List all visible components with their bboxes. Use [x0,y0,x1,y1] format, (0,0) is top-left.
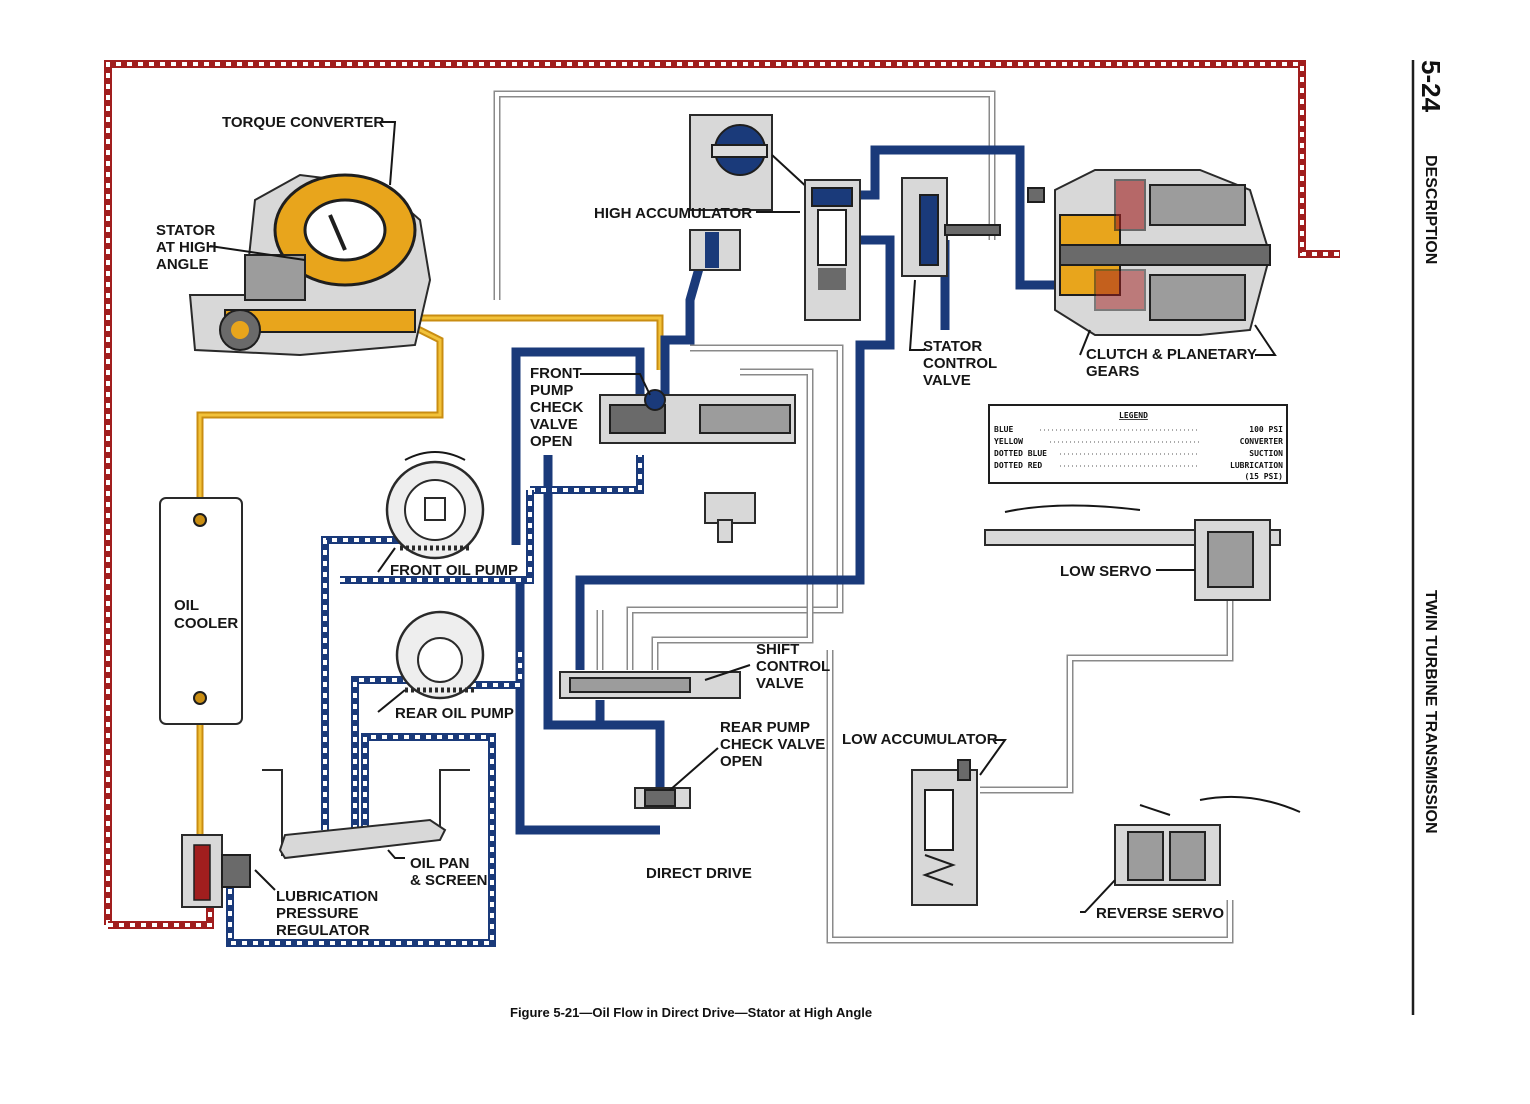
low-servo [984,504,1281,601]
legend-key-3: DOTTED BLUE [994,449,1047,458]
high-accumulator [689,114,861,321]
page-number: 5-24 [1416,60,1446,113]
clutch-and-planetary-gears [1027,169,1272,336]
label-front-check-line2: PUMP [530,382,573,399]
oil-cooler [159,497,243,725]
label-low-servo: LOW SERVO [1060,563,1152,580]
label-stator-control-line2: CONTROL [923,355,997,372]
label-lube-line3: REGULATOR [276,922,370,939]
legend-value-3: SUCTION [1249,449,1283,458]
label-reverse-servo: REVERSE SERVO [1096,905,1224,922]
label-torque-converter: TORQUE CONVERTER [222,114,384,131]
exhaust-lines [493,90,1234,944]
label-low-accumulator: LOW ACCUMULATOR [842,731,998,748]
reverse-servo [1114,795,1301,886]
legend-key-1: BLUE [994,425,1013,434]
label-rear-check-line3: OPEN [720,753,763,770]
label-oil-cooler-line2: COOLER [174,615,238,632]
label-oil-pan-line2: & SCREEN [410,872,488,889]
shift-control-valve [559,671,741,699]
label-front-check-line3: CHECK [530,399,584,416]
label-stator-line2: AT HIGH [156,239,217,256]
label-shift-control-line1: SHIFT [756,641,799,658]
rear-pump-check-valve [634,787,691,809]
figure-caption: Figure 5-21—Oil Flow in Direct Drive—Sta… [510,1005,872,1020]
label-direct-drive: DIRECT DRIVE [646,865,752,882]
label-front-oil-pump: FRONT OIL PUMP [390,562,518,579]
legend-title: LEGEND [1119,411,1148,420]
label-stator-line3: ANGLE [156,256,209,273]
converter-lines [196,314,664,845]
label-stator-line1: STATOR [156,222,215,239]
label-rear-oil-pump: REAR OIL PUMP [395,705,514,722]
legend-extra: (15 PSI) [1244,472,1283,481]
label-clutch-line2: GEARS [1086,363,1139,380]
label-lube-line1: LUBRICATION [276,888,378,905]
oil-cooler-outlet [193,691,207,705]
label-front-check-line5: OPEN [530,433,573,450]
label-stator-control-line3: VALVE [923,372,971,389]
label-high-accumulator: HIGH ACCUMULATOR [594,205,752,222]
legend-key-4: DOTTED RED [994,461,1042,470]
label-lube-line2: PRESSURE [276,905,359,922]
main-pressure-lines [511,145,1060,835]
suction-lines [226,455,644,947]
low-accumulator [911,759,978,906]
label-rear-check-line2: CHECK VALVE [720,736,825,753]
front-oil-pump [385,451,485,560]
section-title: DESCRIPTION [1422,155,1439,264]
legend-value-1: 100 PSI [1249,425,1283,434]
leader-lines [209,121,1277,913]
legend-value-2: CONVERTER [1240,437,1284,446]
legend-key-2: YELLOW [994,437,1023,446]
front-pump-check-valve [599,389,796,543]
label-front-check-line1: FRONT [530,365,582,382]
lubrication-pressure-regulator [181,834,251,908]
book-title: TWIN TURBINE TRANSMISSION [1422,590,1439,834]
legend: LEGEND BLUE 100 PSI YELLOW CONVERTER DOT… [988,404,1288,484]
oil-cooler-inlet [193,513,207,527]
legend-value-4: LUBRICATION [1230,461,1283,470]
label-shift-control-line3: VALVE [756,675,804,692]
label-oil-pan-line1: OIL PAN [410,855,469,872]
label-rear-check-line1: REAR PUMP [720,719,810,736]
rear-oil-pump [395,610,485,700]
stator-control-valve [901,177,1001,277]
torque-converter [188,173,432,357]
label-front-check-line4: VALVE [530,416,578,433]
label-stator-control-line1: STATOR [923,338,982,355]
label-clutch-line1: CLUTCH & PLANETARY [1086,346,1257,363]
label-oil-cooler-line1: OIL [174,597,199,614]
label-shift-control-line2: CONTROL [756,658,830,675]
oil-pan-and-screen [262,769,470,860]
